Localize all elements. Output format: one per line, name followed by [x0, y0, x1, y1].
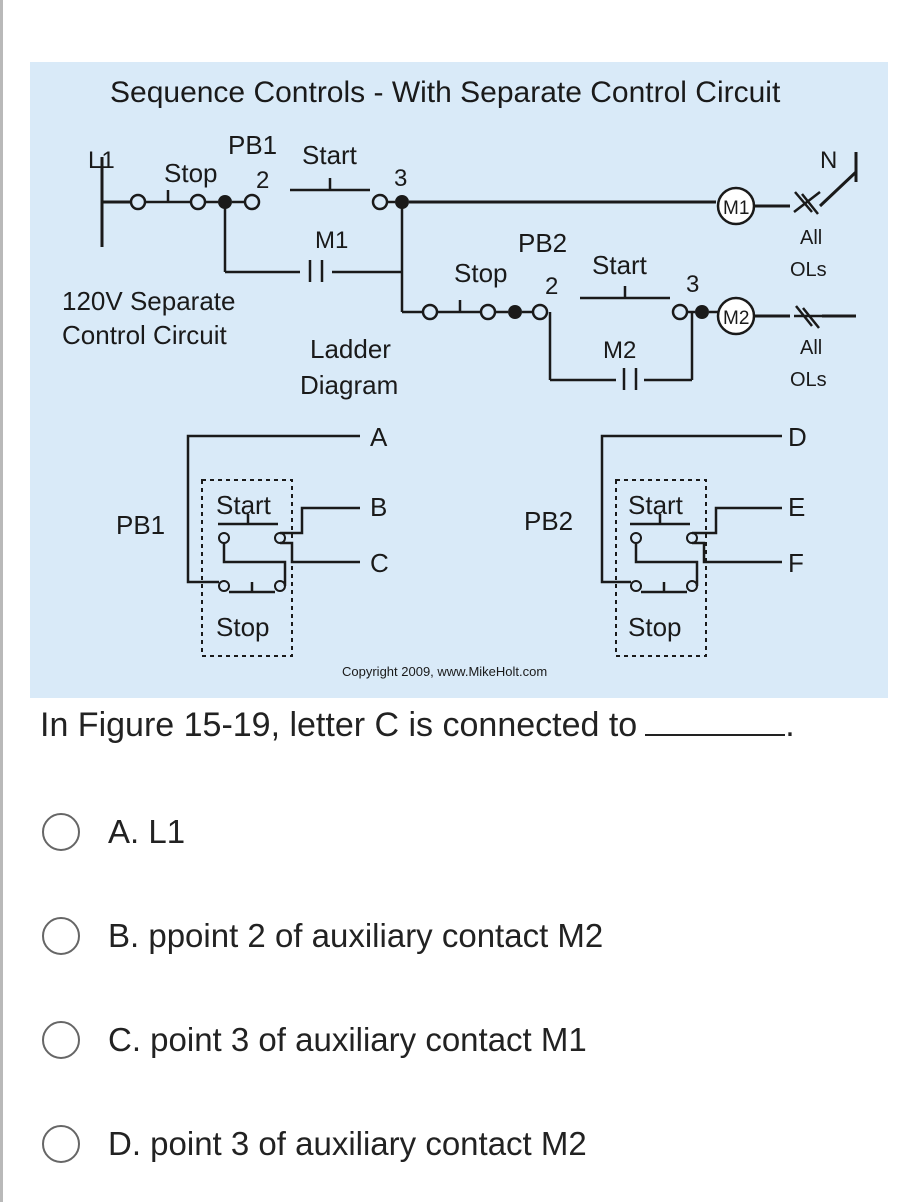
- pb1-start-label: Start: [216, 490, 272, 520]
- copyright-text: Copyright 2009, www.MikeHolt.com: [342, 664, 547, 679]
- ladder-label-1: Ladder: [310, 334, 391, 364]
- pb2-stop-terminal-left: [630, 580, 642, 592]
- figure-15-19: Sequence Controls - With Separate Contro…: [30, 62, 888, 698]
- answer-blank: [645, 706, 786, 736]
- wire-e: [692, 506, 782, 535]
- pb1-station-box: [201, 479, 293, 657]
- rung1-point-2: 2: [256, 167, 269, 194]
- rung2-point-3: 3: [686, 271, 699, 298]
- option-b[interactable]: B. ppoint 2 of auxiliary contact M2: [42, 912, 603, 960]
- wire-a: [186, 434, 360, 584]
- option-a-label: A. L1: [108, 813, 186, 850]
- stop2-label: Stop: [454, 258, 508, 288]
- rung1-point-3: 3: [394, 165, 407, 192]
- option-d[interactable]: D. point 3 of auxiliary contact M2: [42, 1120, 587, 1168]
- pb2-top-label: PB2: [518, 228, 567, 258]
- start2-terminal-left: [531, 303, 549, 321]
- pb2-station-box: [615, 479, 707, 657]
- start1-terminal-right: [371, 193, 389, 211]
- question-suffix: .: [785, 706, 795, 744]
- separate-circuit-label-2: Control Circuit: [62, 320, 227, 350]
- wire-b: [280, 506, 360, 535]
- letter-f: F: [788, 548, 804, 578]
- pb1-stop-label: Stop: [216, 612, 270, 642]
- letter-a: A: [370, 422, 388, 452]
- stop1-terminal-left: [129, 193, 147, 211]
- node-3-rung2: [695, 305, 709, 319]
- m1-coil-label: M1: [723, 198, 749, 219]
- pb1-top-label: PB1: [228, 130, 277, 160]
- letter-e: E: [788, 492, 805, 522]
- ol1-contact: [793, 191, 821, 215]
- stop1-terminal-right: [189, 193, 207, 211]
- question-prompt: In Figure 15-19, letter C is connected t…: [40, 700, 900, 750]
- pb1-station-label: PB1: [116, 510, 165, 540]
- page-left-border: [0, 0, 3, 1202]
- pb2-start-terminal-right: [686, 532, 698, 544]
- wire-d: [600, 434, 782, 584]
- option-b-radio[interactable]: [42, 917, 80, 955]
- pb1-stop-terminal-left: [218, 580, 230, 592]
- separate-circuit-label-1: 120V Separate: [62, 286, 235, 316]
- option-c-label: C. point 3 of auxiliary contact M1: [108, 1021, 587, 1058]
- wire-jumper-pb2: [634, 543, 699, 586]
- pb2-start-terminal-left: [630, 532, 642, 544]
- m2-aux-label: M2: [603, 337, 636, 364]
- rung2-point-2: 2: [545, 273, 558, 300]
- start2-terminal-right: [671, 303, 689, 321]
- l1-label: L1: [88, 147, 115, 174]
- start1-terminal-left: [243, 193, 261, 211]
- letter-d: D: [788, 422, 807, 452]
- stop1-label: Stop: [164, 158, 218, 188]
- wire-jumper-pb1: [222, 543, 287, 586]
- letter-b: B: [370, 492, 387, 522]
- ladder-diagram: Sequence Controls - With Separate Contro…: [62, 76, 858, 679]
- option-a-radio[interactable]: [42, 813, 80, 851]
- rung1-wire-to-n: [818, 170, 858, 208]
- ladder-label-2: Diagram: [300, 370, 398, 400]
- option-b-label: B. ppoint 2 of auxiliary contact M2: [108, 917, 604, 954]
- question-text: In Figure 15-19, letter C is connected t…: [40, 706, 638, 744]
- ol1-ols-label: OLs: [790, 259, 827, 281]
- pb2-start-label: Start: [628, 490, 684, 520]
- wire-c: [280, 541, 360, 564]
- option-d-label: D. point 3 of auxiliary contact M2: [108, 1125, 587, 1162]
- pb1-start-terminal-left: [218, 532, 230, 544]
- node-2-rung2: [508, 305, 522, 319]
- pb2-stop-label: Stop: [628, 612, 682, 642]
- option-d-radio[interactable]: [42, 1125, 80, 1163]
- option-c[interactable]: C. point 3 of auxiliary contact M1: [42, 1016, 587, 1064]
- pb2-stop-terminal-right: [686, 580, 698, 592]
- figure-title: Sequence Controls - With Separate Contro…: [110, 76, 781, 109]
- ol2-contact: [794, 305, 822, 329]
- n-label: N: [820, 147, 837, 174]
- pb1-start-terminal-right: [274, 532, 286, 544]
- stop2-terminal-right: [479, 303, 497, 321]
- ol2-ols-label: OLs: [790, 369, 827, 391]
- pb1-stop-terminal-right: [274, 580, 286, 592]
- pb2-station-label: PB2: [524, 506, 573, 536]
- ol2-all-label: All: [800, 337, 822, 359]
- ol1-all-label: All: [800, 227, 822, 249]
- start2-label: Start: [592, 250, 648, 280]
- option-a[interactable]: A. L1: [42, 808, 185, 856]
- option-c-radio[interactable]: [42, 1021, 80, 1059]
- wire-f: [692, 541, 782, 564]
- letter-c: C: [370, 548, 389, 578]
- start1-label: Start: [302, 140, 358, 170]
- stop2-terminal-left: [421, 303, 439, 321]
- m2-coil-label: M2: [723, 308, 749, 329]
- m1-aux-label: M1: [315, 227, 348, 254]
